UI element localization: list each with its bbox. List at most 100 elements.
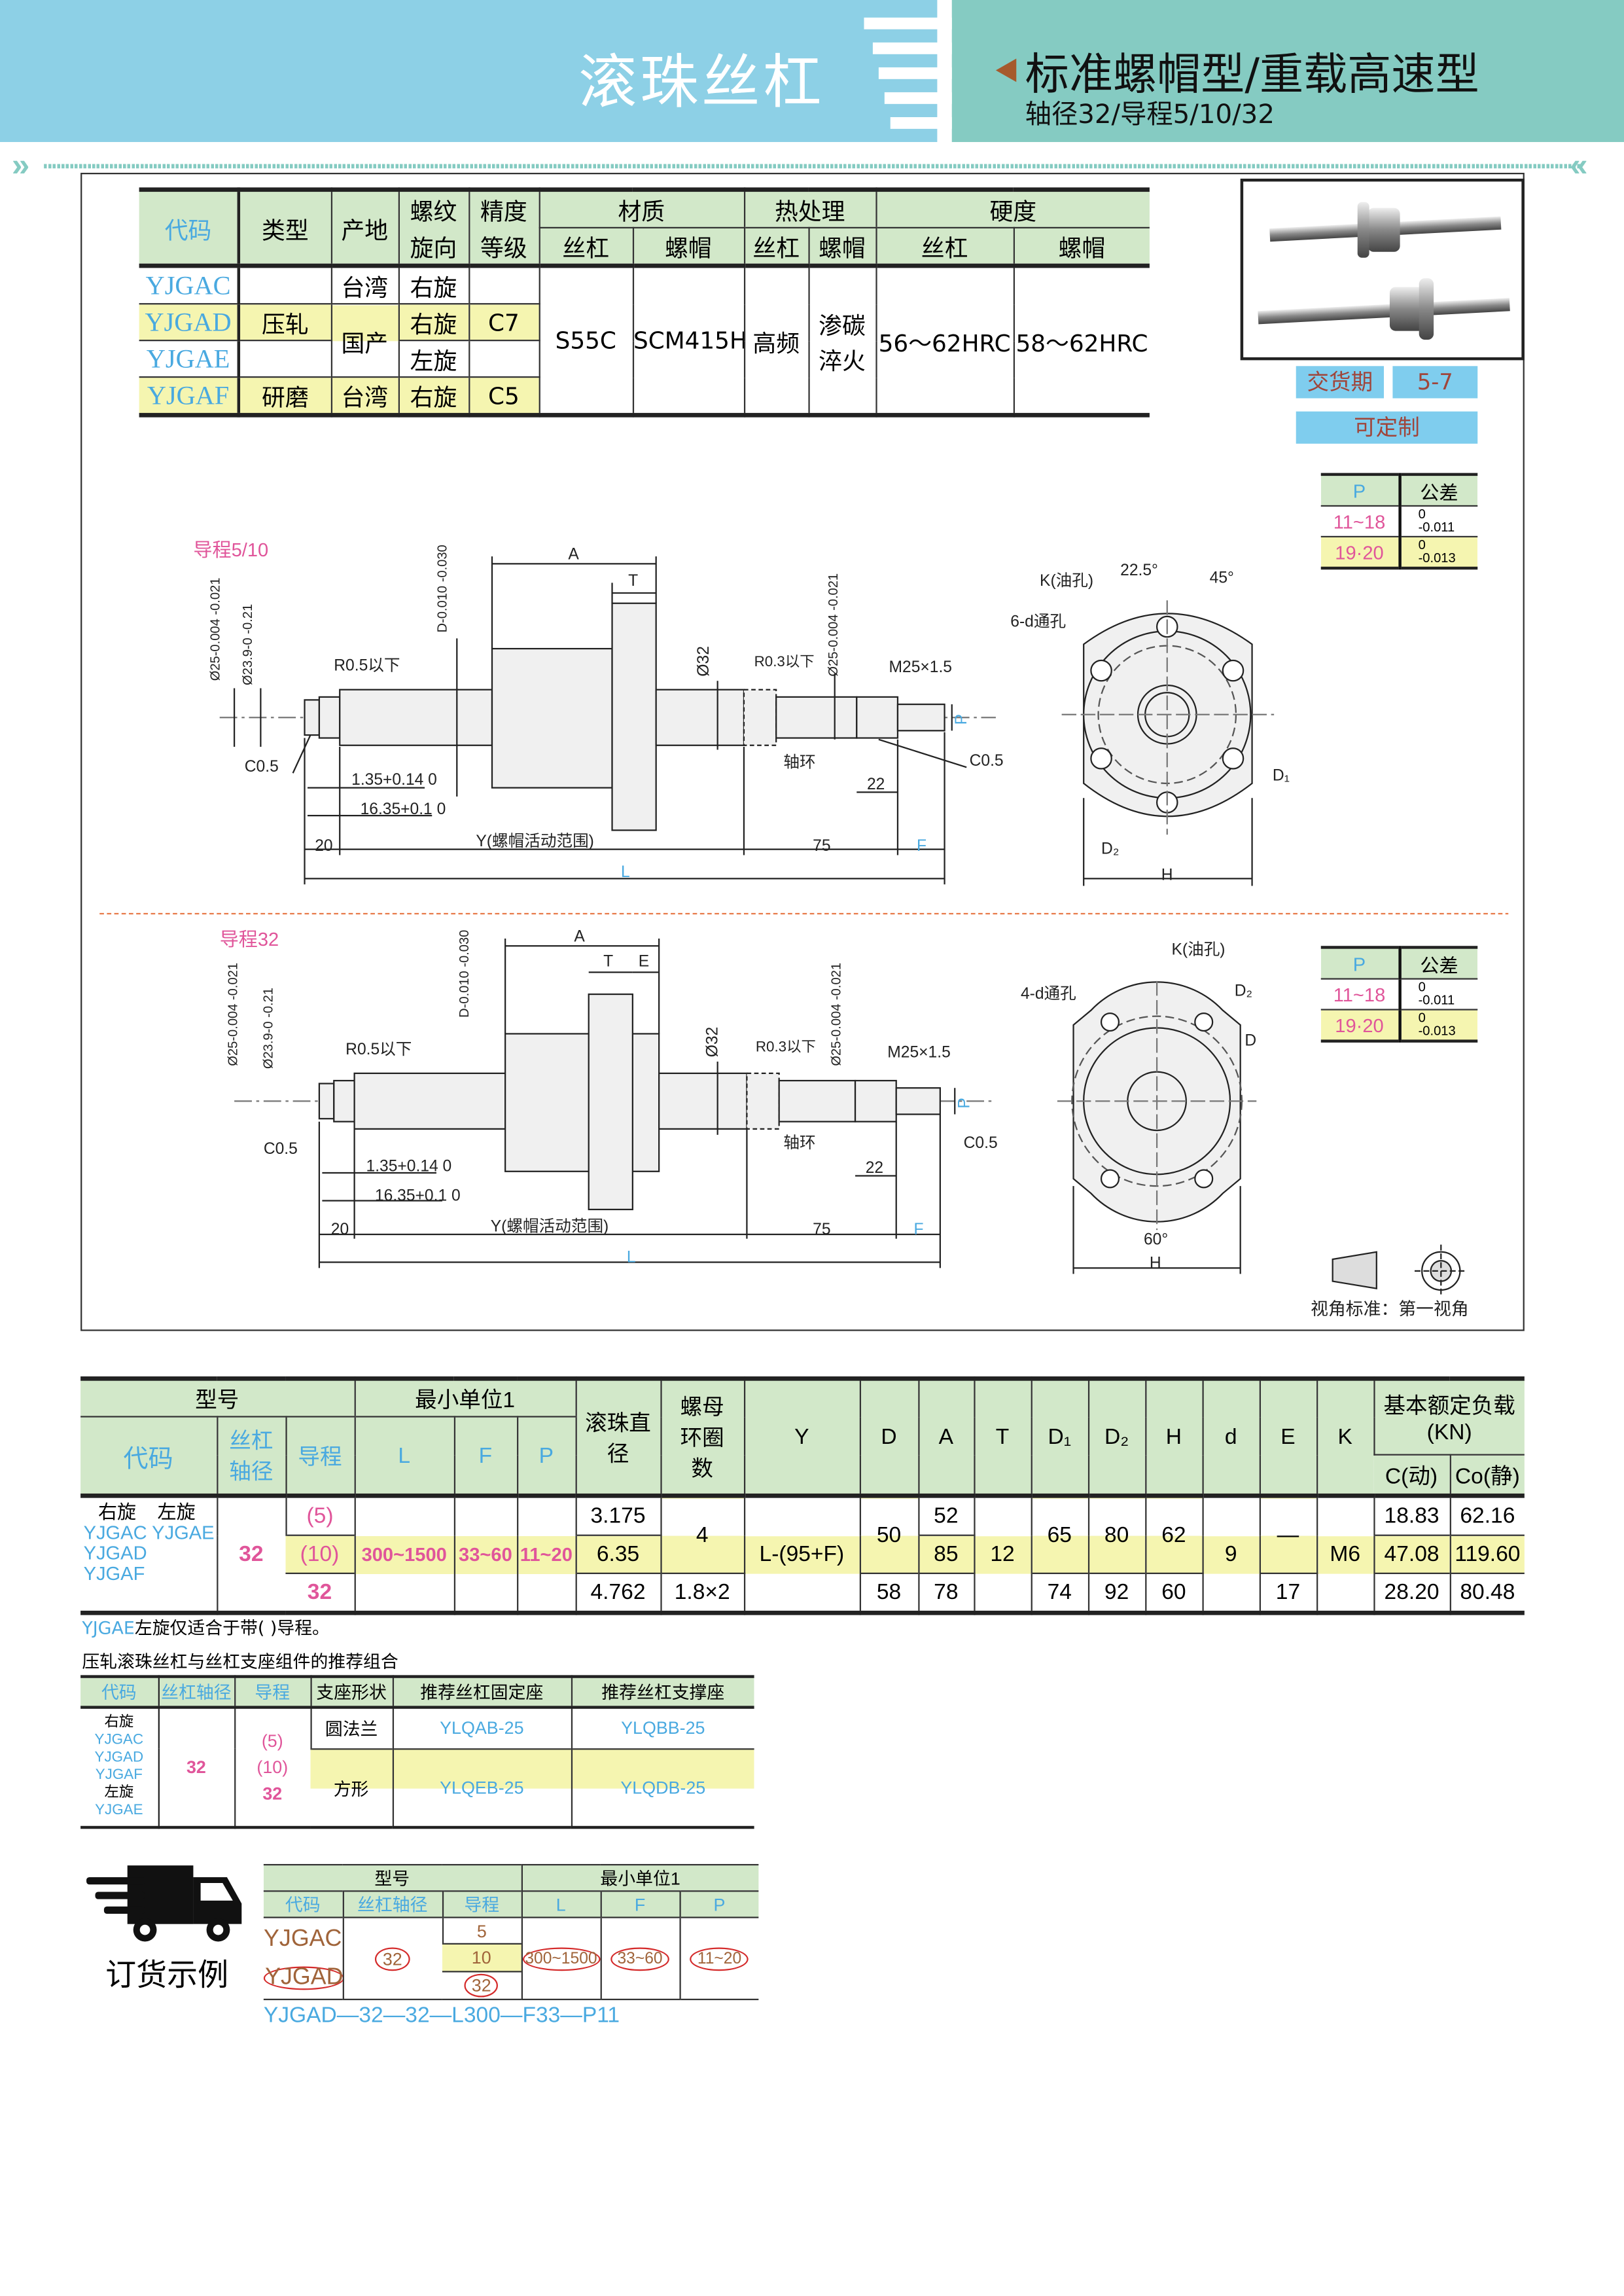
ball-dia: 4.762: [574, 1572, 661, 1613]
note-6-holes: 6-d通孔: [1010, 613, 1066, 631]
note-c05-right: C0.5: [964, 1134, 998, 1152]
note-c05-left: C0.5: [264, 1140, 298, 1158]
note-collar: 轴环: [783, 753, 815, 771]
col-shape: 支座形状: [309, 1676, 393, 1708]
p-range: 11~20: [516, 1535, 576, 1573]
col-thread-2: 旋向: [397, 227, 469, 268]
origin-cell: 台湾: [330, 376, 398, 416]
p-range: 11~18: [1320, 978, 1400, 1010]
code-selected: YJGAD: [263, 1965, 343, 1990]
col-material: 材质: [538, 189, 744, 229]
lead-cell: (5): [285, 1496, 355, 1535]
col-lead: 导程: [285, 1416, 355, 1498]
p-range: 19·20: [1320, 1009, 1400, 1041]
a-value: 85: [917, 1534, 974, 1573]
f-selected: 33~60: [610, 1946, 670, 1971]
e-value: —: [1258, 1496, 1317, 1573]
lead-option: 10: [442, 1943, 521, 1972]
p-cell: 11~20: [679, 1917, 759, 2000]
table-row: YJGAC 台湾 右旋 S55C SCM415H 高频 渗碳淬火 56～62HR…: [139, 266, 1150, 416]
dim-75: 75: [813, 1221, 830, 1238]
dim-phi25-left: Ø25-0.004 -0.021: [226, 963, 241, 1066]
col-p: P: [1320, 946, 1400, 979]
floating-support-part[interactable]: YLQDB-25: [570, 1748, 754, 1828]
dim-20: 20: [315, 837, 332, 855]
col-heat: 热处理: [743, 189, 876, 229]
header-band-right: [951, 0, 1624, 143]
col-hard-nut: 螺帽: [1012, 227, 1150, 268]
nut-turns: 4: [660, 1496, 744, 1573]
dim-h: H: [1161, 867, 1173, 884]
col-p: P: [1320, 473, 1400, 506]
d2-value: 92: [1087, 1572, 1146, 1613]
lead-option: 5: [441, 1917, 521, 1944]
customizable-badge: 可定制: [1296, 411, 1478, 444]
hand-cell: 右旋: [397, 376, 469, 416]
tol-upper: 0: [1418, 537, 1426, 552]
code-cell: 右旋 左旋 YJGAC YJGAE YJGAD YJGAF: [80, 1496, 217, 1613]
projection-standard: 视角标准：第一视角: [1311, 1299, 1469, 1319]
dim-d2: D₂: [1235, 982, 1252, 999]
fixed-support-part[interactable]: YLQEB-25: [391, 1748, 571, 1828]
dim-20: 20: [331, 1221, 349, 1238]
left-hand-note: YJGAE左旋仅适合于带( )导程。: [82, 1615, 330, 1640]
divider-line: [44, 164, 1582, 169]
note-c05-left: C0.5: [245, 758, 279, 776]
type-cell: 研磨: [238, 376, 331, 416]
table-row: YJGAE 左旋: [139, 340, 1150, 378]
dia-selected: 32: [375, 1946, 410, 1971]
dimension-table: 型号 最小单位1 滚珠直径 螺母环圈数 Y D A T D₁ D₂ H d E …: [80, 1376, 1525, 1615]
drawing2-title: 导程32: [220, 929, 279, 950]
dim-l: L: [627, 1248, 636, 1266]
col-heat-screw: 丝杠: [743, 227, 809, 268]
dim-75: 75: [813, 837, 830, 855]
t-value: 12: [973, 1496, 1031, 1613]
col-c0-static: Co(静): [1449, 1454, 1525, 1498]
d-value: 50: [858, 1496, 919, 1573]
col-code: 代码: [139, 189, 241, 268]
hand-cell: 右旋: [397, 266, 469, 304]
col-fixed-support: 推荐丝杠固定座: [391, 1676, 571, 1708]
dim-e: E: [639, 953, 649, 971]
col-tolerance: 公差: [1398, 946, 1478, 979]
d1-value: 65: [1030, 1496, 1088, 1573]
dim-t: T: [628, 572, 638, 590]
h-value: 60: [1144, 1572, 1203, 1613]
tol-value: 0-0.011: [1398, 978, 1478, 1010]
d-value: 58: [858, 1572, 919, 1613]
dim-1-35: 1.35+0.14 0: [351, 771, 437, 789]
dim-16-35: 16.35+0.1 0: [375, 1187, 461, 1205]
tol-lower: -0.013: [1418, 1023, 1456, 1039]
col-d2: D₂: [1087, 1378, 1146, 1498]
fixed-support-part[interactable]: YLQAB-25: [391, 1707, 571, 1749]
heat-screw: 高频: [743, 266, 809, 416]
lead-cell: 32: [285, 1572, 355, 1613]
col-l: L: [353, 1416, 454, 1498]
floating-support-part[interactable]: YLQBB-25: [570, 1707, 754, 1749]
col-code: 代码: [80, 1416, 217, 1498]
tol-lower: -0.011: [1418, 520, 1455, 535]
table-row: 32 4.762 1.8×2 58 78 74 92 60 17 28.20 8…: [80, 1572, 1525, 1613]
triangle-marker-icon: [995, 58, 1017, 82]
shape-cell: 圆法兰: [309, 1707, 393, 1749]
dim-phi23: Ø23.9-0 -0.21: [261, 988, 275, 1069]
dim-h: H: [1150, 1254, 1161, 1272]
code-yjgae: YJGAE: [152, 1521, 215, 1544]
tol-lower: -0.013: [1418, 550, 1456, 565]
ball-dia: 6.35: [574, 1534, 661, 1573]
col-model: 型号: [80, 1378, 355, 1418]
drawing1-title: 导程5/10: [193, 540, 268, 561]
delivery-days: 5-7: [1392, 366, 1478, 399]
a-value: 78: [917, 1572, 974, 1613]
col-a: A: [917, 1378, 974, 1498]
dim-y: Y(螺帽活动范围): [476, 832, 594, 850]
hardness-screw: 56～62HRC: [875, 266, 1014, 416]
hand-right: 右旋: [97, 1501, 137, 1523]
note-r05: R0.5以下: [345, 1041, 412, 1058]
col-f: F: [599, 1891, 680, 1918]
dim-p: P: [953, 714, 970, 725]
